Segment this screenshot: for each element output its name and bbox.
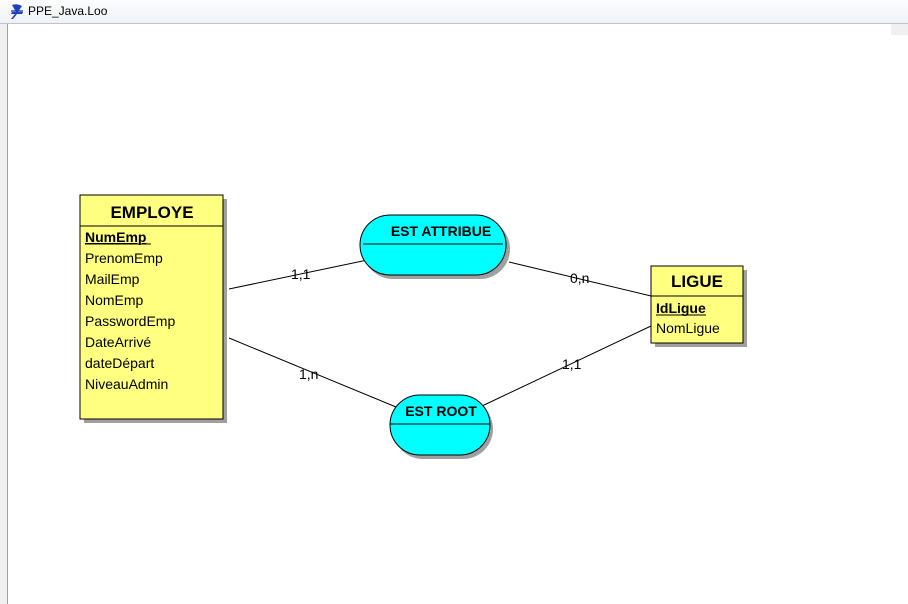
entity-employe-attribute: NomEmp bbox=[85, 292, 144, 308]
link-est-attribue-ligue[interactable] bbox=[508, 261, 652, 297]
cardinality-ligue-est-attribue: 0,n bbox=[570, 270, 589, 286]
left-frame bbox=[0, 24, 8, 604]
frame-corner bbox=[891, 24, 908, 35]
entity-employe-attribute: PasswordEmp bbox=[85, 313, 175, 329]
entity-employe-identifier: NumEmp bbox=[85, 229, 146, 245]
diagram-canvas[interactable]: 1,1 0,n 1,n 1,1 EMPLOYE NumEmp PrenomEmp… bbox=[8, 24, 908, 604]
link-est-root-ligue[interactable] bbox=[481, 325, 652, 407]
looping-app-icon bbox=[11, 4, 23, 19]
entity-employe[interactable]: EMPLOYE NumEmp PrenomEmp MailEmp NomEmp … bbox=[79, 194, 227, 423]
association-est-root[interactable]: EST ROOT bbox=[389, 394, 493, 459]
link-employe-est-attribue[interactable] bbox=[228, 257, 378, 290]
entity-ligue[interactable]: LIGUE IdLigue NomLigue bbox=[650, 265, 747, 347]
entity-ligue-attribute: NomLigue bbox=[656, 320, 720, 336]
entity-employe-attribute: PrenomEmp bbox=[85, 250, 163, 266]
cardinality-employe-est-attribue: 1,1 bbox=[291, 266, 311, 282]
entity-ligue-title: LIGUE bbox=[671, 272, 723, 291]
entity-employe-title: EMPLOYE bbox=[110, 203, 193, 222]
entity-employe-attribute: DateArrivé bbox=[85, 334, 151, 350]
association-est-root-title: EST ROOT bbox=[405, 403, 477, 419]
entity-employe-attribute: MailEmp bbox=[85, 271, 140, 287]
entity-employe-attribute: dateDépart bbox=[85, 355, 154, 371]
cardinality-employe-est-root: 1,n bbox=[299, 366, 318, 382]
association-est-attribue-title: EST ATTRIBUE bbox=[391, 223, 491, 239]
association-est-attribue[interactable]: EST ATTRIBUE bbox=[359, 214, 510, 279]
association-est-root-shape[interactable] bbox=[389, 394, 491, 456]
entity-employe-box[interactable] bbox=[79, 194, 224, 420]
entity-ligue-identifier: IdLigue bbox=[656, 300, 706, 316]
link-employe-est-root[interactable] bbox=[228, 337, 397, 408]
window-title-bar: PPE_Java.Loo bbox=[0, 0, 908, 24]
window-title: PPE_Java.Loo bbox=[28, 4, 108, 18]
cardinality-ligue-est-root: 1,1 bbox=[562, 356, 582, 372]
association-est-attribue-shape[interactable] bbox=[359, 214, 507, 276]
entity-ligue-box[interactable] bbox=[650, 265, 744, 344]
entity-employe-attribute: NiveauAdmin bbox=[85, 376, 168, 392]
